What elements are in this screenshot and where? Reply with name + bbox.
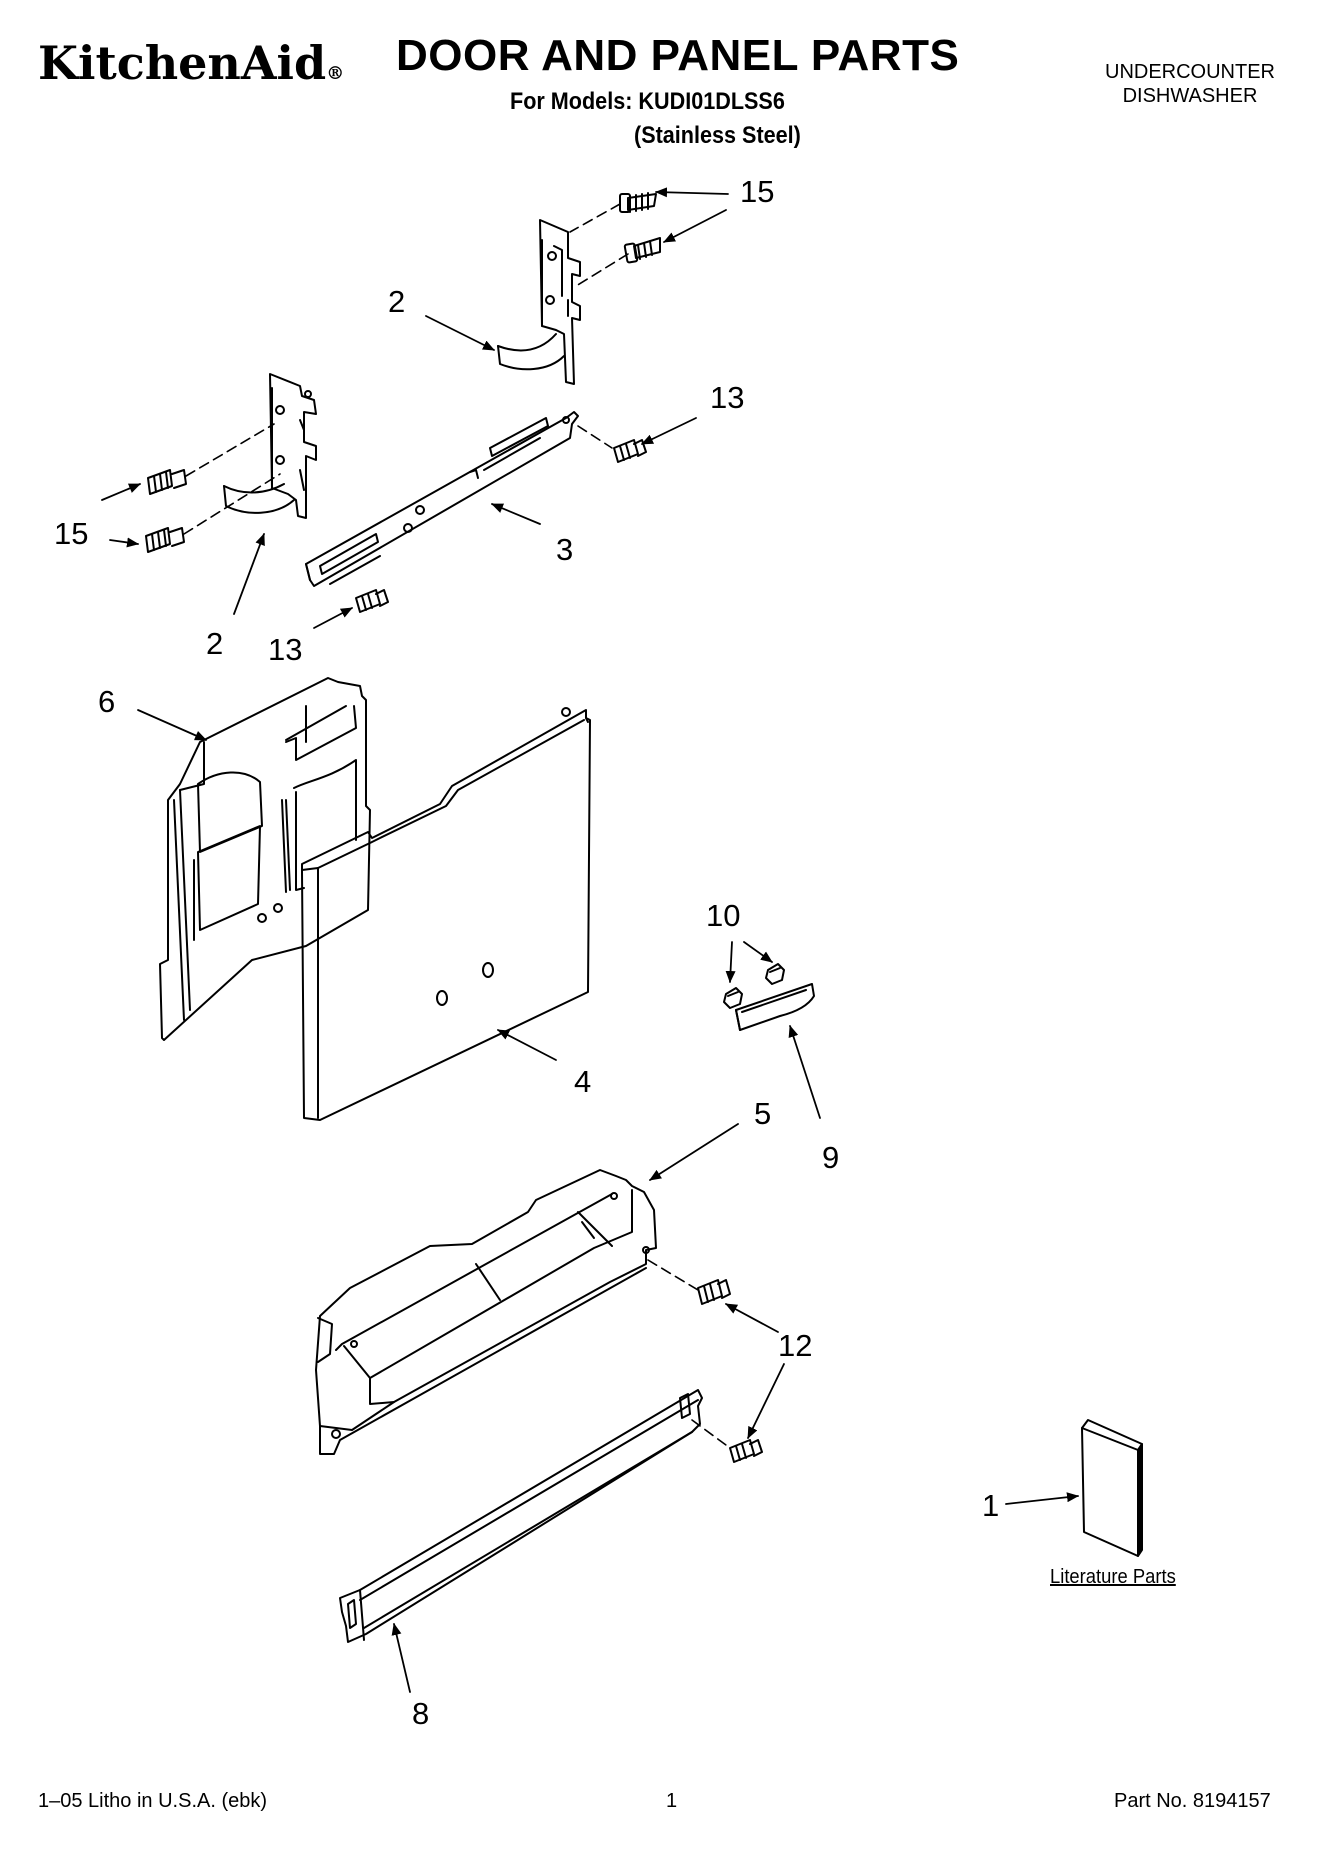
inner-door-panel xyxy=(159,677,371,1041)
finish-line: (Stainless Steel) xyxy=(634,122,801,149)
outer-door-panel xyxy=(301,707,591,1121)
callout-4: 4 xyxy=(574,1064,592,1099)
screw-15-upper-a xyxy=(619,192,657,213)
assembly-leaders-upper xyxy=(569,203,629,287)
page-title: DOOR AND PANEL PARTS xyxy=(396,31,960,80)
product-line-1: UNDERCOUNTER xyxy=(1105,61,1275,83)
hinge-bracket-left xyxy=(223,373,317,519)
product-type: UNDERCOUNTER DISHWASHER xyxy=(1105,60,1275,108)
screw-15-left-b xyxy=(145,527,185,553)
product-line-2: DISHWASHER xyxy=(1122,85,1258,107)
assembly-leaders-left xyxy=(183,423,281,535)
callout-12: 12 xyxy=(778,1328,813,1363)
assembly-leaders-bar xyxy=(577,425,613,449)
callout-10: 10 xyxy=(706,898,741,933)
callout-5: 5 xyxy=(754,1096,772,1131)
screw-13-lower xyxy=(355,589,389,613)
screw-12-lower xyxy=(729,1439,763,1463)
callout-9: 9 xyxy=(822,1140,840,1175)
callout-3: 3 xyxy=(556,532,574,567)
callout-13-lower: 13 xyxy=(268,632,303,667)
hinge-support-bar xyxy=(305,411,579,587)
brand-name: KitchenAid xyxy=(38,36,327,90)
literature-booklet xyxy=(1081,1419,1143,1557)
nut-10-b xyxy=(765,963,785,985)
litho-note: 1–05 Litho in U.S.A. (ebk) xyxy=(38,1790,268,1812)
callout-15-upper: 15 xyxy=(740,174,775,209)
toe-kick-panel xyxy=(315,1169,657,1455)
callout-2-lower: 2 xyxy=(206,626,224,661)
callout-6: 6 xyxy=(98,684,116,719)
callout-2-upper: 2 xyxy=(388,284,406,319)
screw-15-left-a xyxy=(147,469,187,495)
hinge-bracket-right xyxy=(497,219,581,385)
literature-parts-label: Literature Parts xyxy=(1050,1566,1176,1588)
callout-arrows xyxy=(101,187,1079,1693)
screw-13-upper xyxy=(613,439,647,463)
callout-8: 8 xyxy=(412,1696,430,1731)
trim-strip xyxy=(339,1389,703,1643)
models-line: For Models: KUDI01DLSS6 xyxy=(510,88,785,115)
assembly-leaders-toe xyxy=(647,1259,731,1449)
brand-logo: KitchenAid® xyxy=(38,40,344,86)
logo-badge xyxy=(735,983,815,1031)
part-number: Part No. 8194157 xyxy=(1114,1790,1271,1812)
page-number: 1 xyxy=(666,1790,678,1812)
nut-10-a xyxy=(723,987,743,1009)
screw-12-upper xyxy=(697,1279,731,1305)
callout-1: 1 xyxy=(982,1488,1000,1523)
callout-15-left: 15 xyxy=(54,516,89,551)
callout-13-upper: 13 xyxy=(710,380,745,415)
registered-mark: ® xyxy=(326,63,345,84)
screw-15-upper-b xyxy=(623,237,661,264)
